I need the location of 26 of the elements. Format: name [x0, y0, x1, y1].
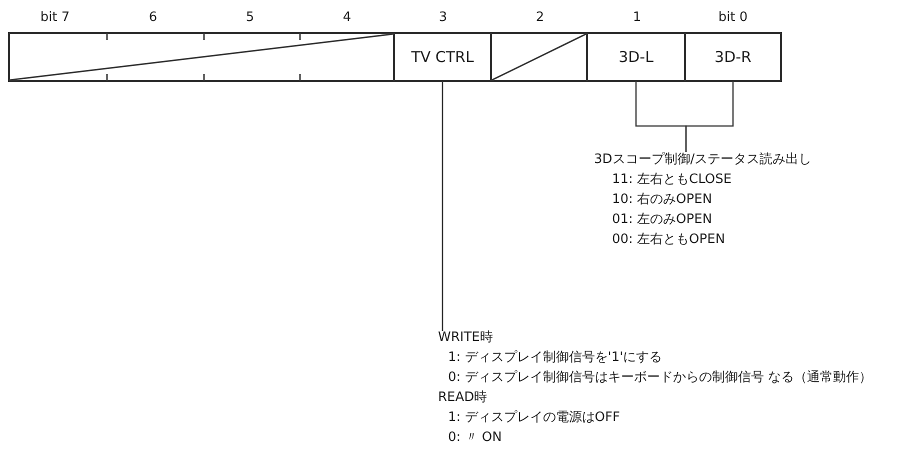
register-field: TV CTRL	[393, 32, 492, 82]
bit-number: 3	[438, 10, 448, 25]
value-description: 0: ディスプレイ制御信号はキーボードからの制御信号 なる（通常動作）	[447, 369, 873, 387]
value-description: 10: 右のみOPEN	[611, 191, 714, 209]
value-description: 11: 左右ともCLOSE	[611, 171, 733, 189]
bit-number: 1	[632, 10, 642, 25]
reserved-field	[8, 32, 395, 82]
description-heading: WRITE時	[438, 329, 494, 347]
value-description: 0: 〃 ON	[447, 429, 503, 447]
register-field: 3D-L	[586, 32, 686, 82]
value-description: 00: 左右ともOPEN	[611, 231, 726, 249]
bit-number: 2	[536, 10, 544, 25]
bit-number: 6	[148, 10, 158, 25]
bit-number: bit 0	[718, 10, 748, 25]
value-description: 1: ディスプレイの電源はOFF	[447, 409, 621, 427]
leader-line	[685, 82, 734, 152]
description-heading: 3Dスコープ制御/ステータス読み出し	[594, 151, 813, 169]
description-heading: READ時	[438, 389, 488, 407]
reserved-field	[490, 32, 588, 82]
register-field: 3D-R	[684, 32, 782, 82]
leader-line	[442, 82, 444, 331]
value-description: 01: 左のみOPEN	[611, 211, 714, 229]
value-description: 1: ディスプレイ制御信号を'1'にする	[447, 349, 664, 367]
bit-number: 4	[342, 10, 352, 25]
bit-number: bit 7	[40, 10, 70, 25]
bit-number: 5	[246, 10, 254, 25]
